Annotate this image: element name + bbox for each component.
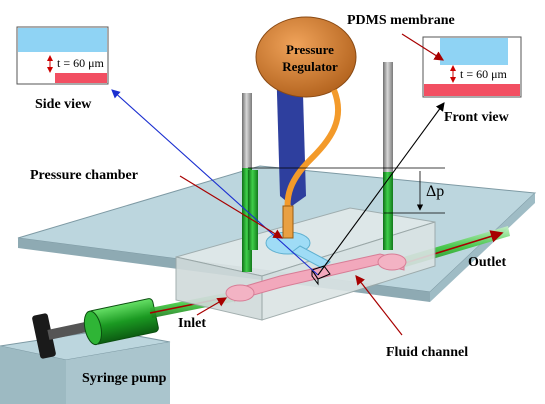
front-view-label: Front view	[444, 110, 510, 125]
outlet-label: Outlet	[468, 255, 506, 270]
fluid-channel-arrow	[355, 275, 403, 336]
side-view-label: Side view	[35, 97, 92, 112]
chamber-connector	[282, 205, 294, 239]
inlet-label-arrow	[196, 297, 228, 316]
svg-text:Pressure: Pressure	[286, 42, 334, 57]
svg-text:Δp: Δp	[426, 183, 444, 200]
rod-right	[383, 62, 393, 250]
side-view-inset: t = 60 μm	[16, 26, 109, 85]
svg-text:t = 60 μm: t = 60 μm	[460, 67, 508, 81]
front-view-inset: t = 60 μm	[422, 36, 522, 98]
pressure-tube	[284, 88, 342, 213]
syringe-pump-label: Syringe pump	[82, 371, 167, 386]
pressure-chamber-label: Pressure chamber	[30, 168, 138, 183]
rod-left-front	[242, 93, 252, 272]
pressure-chamber-arrow	[179, 175, 284, 239]
svg-text:Regulator: Regulator	[282, 59, 338, 74]
fluid-channel-label: Fluid channel	[386, 345, 468, 360]
rod-left-back	[248, 170, 258, 250]
pdms-membrane-label: PDMS membrane	[347, 13, 455, 28]
side-view-leader	[111, 89, 319, 276]
pdms-membrane-arrow	[401, 33, 445, 61]
delta-p-indicator: Δp	[248, 167, 445, 214]
front-view-leader	[317, 102, 445, 276]
fluid-channel	[225, 253, 407, 302]
svg-text:t = 60 μm: t = 60 μm	[57, 56, 105, 70]
front-view-cube	[311, 265, 331, 286]
pressure-regulator: Pressure Regulator	[255, 16, 357, 98]
inlet-label: Inlet	[178, 316, 206, 331]
syringe-pump-base	[0, 329, 171, 404]
